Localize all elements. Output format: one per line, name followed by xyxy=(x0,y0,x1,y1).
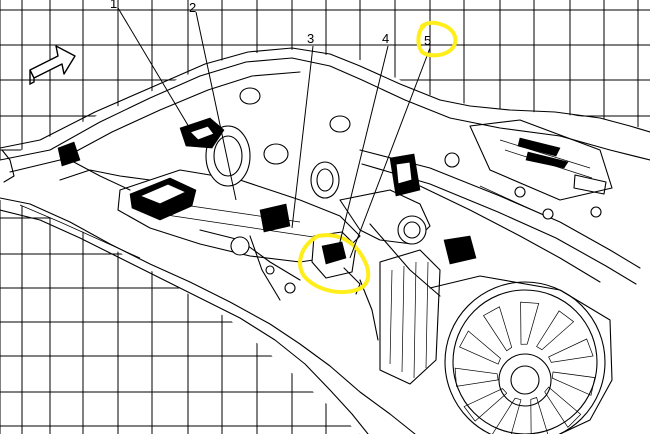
leader-line-1 xyxy=(117,7,193,133)
fan-blade xyxy=(482,306,513,352)
radiator-core xyxy=(379,249,441,385)
fan-blade xyxy=(492,397,522,434)
callout-2: 2 xyxy=(189,0,196,15)
fan-blade xyxy=(544,386,582,428)
callout-3: 3 xyxy=(307,31,314,46)
callout-4: 4 xyxy=(382,31,389,46)
engine-top xyxy=(117,87,361,263)
cowl-vent-grille xyxy=(469,119,613,201)
callout-5: 5 xyxy=(424,33,431,48)
air-intake-duct xyxy=(339,189,441,297)
callout-1: 1 xyxy=(110,0,117,11)
fan-blade xyxy=(520,301,540,345)
leader-line-3 xyxy=(291,45,314,229)
left-fender xyxy=(0,149,416,434)
fan-blade xyxy=(463,388,508,422)
leader-line-5 xyxy=(349,47,431,259)
hoses-and-harness xyxy=(59,159,379,341)
hood-outline xyxy=(0,47,650,173)
cooling-fan xyxy=(429,275,613,434)
fan-blade xyxy=(454,367,499,387)
fan-blade xyxy=(536,310,575,351)
target-relay-component xyxy=(311,231,361,295)
highlight-ring-component xyxy=(298,233,371,295)
relay-blocks xyxy=(57,117,477,265)
fan-blade xyxy=(530,397,549,434)
highlight-ring-callout-5 xyxy=(416,20,458,58)
leader-lines xyxy=(117,7,431,259)
fan-blade xyxy=(459,330,501,365)
leader-line-4 xyxy=(337,45,389,251)
fan-blade xyxy=(551,371,596,396)
fan-blade xyxy=(548,338,594,363)
arrow-forward-icon xyxy=(29,45,76,86)
leader-line-2 xyxy=(195,11,237,201)
fan-blades xyxy=(454,301,596,434)
